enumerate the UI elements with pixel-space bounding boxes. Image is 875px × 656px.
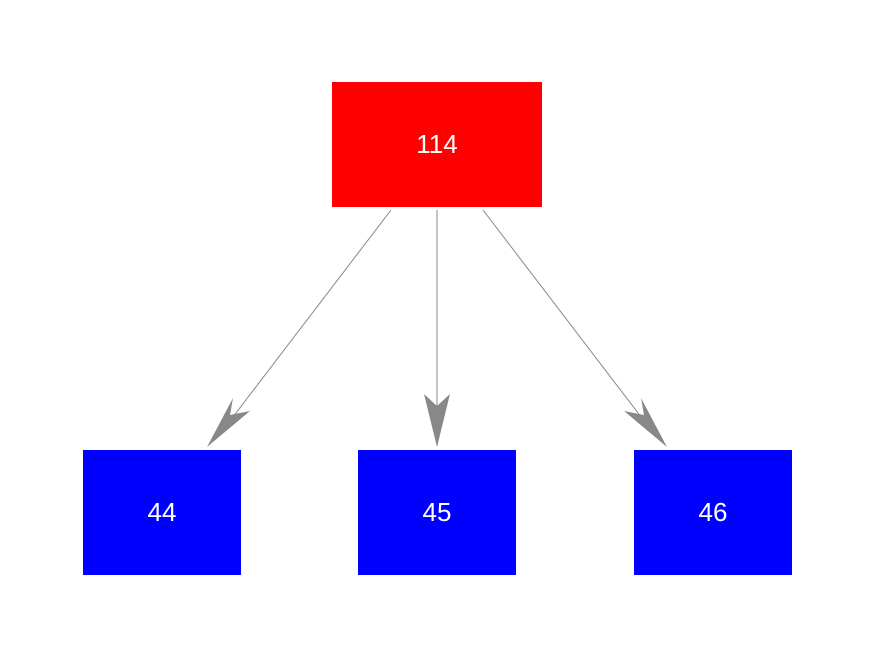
child-node: 45 [358, 450, 516, 575]
arrowhead-icon [624, 398, 667, 447]
edge-114-46 [482, 209, 667, 447]
edge-line [222, 209, 392, 431]
root-node-label: 114 [416, 129, 458, 159]
child-node-label: 45 [422, 497, 452, 527]
child-node-label: 46 [698, 497, 728, 527]
child-node: 46 [634, 450, 792, 575]
edge-line [482, 209, 652, 431]
edge-114-45 [424, 210, 450, 447]
child-node: 44 [83, 450, 241, 575]
child-node-label: 44 [147, 497, 177, 527]
root-node: 114 [332, 82, 542, 207]
arrowhead-icon [424, 394, 450, 447]
arrowhead-icon [207, 398, 250, 447]
edge-114-44 [207, 209, 392, 447]
